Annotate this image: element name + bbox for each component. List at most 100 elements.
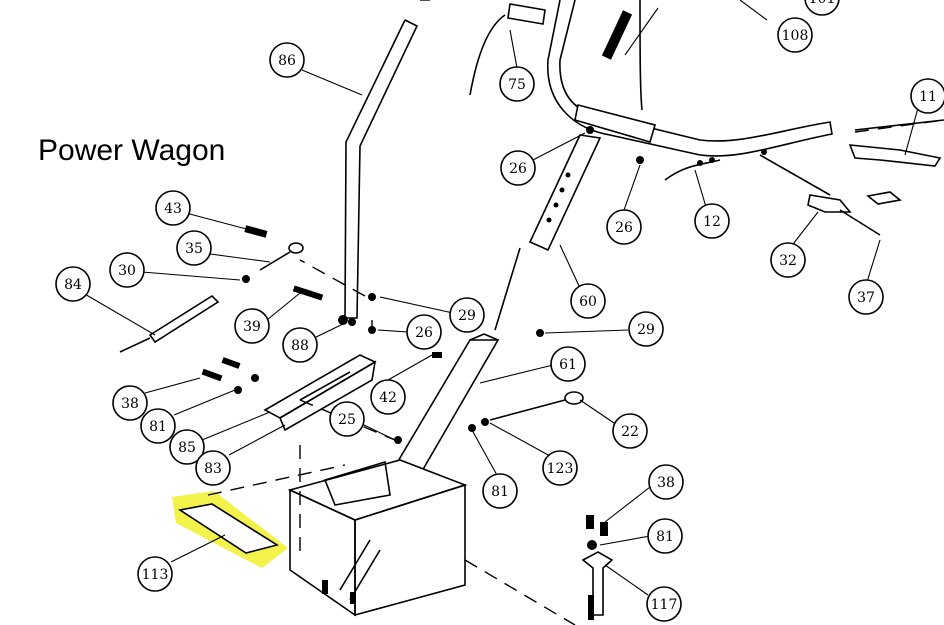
callout-circle [694, 203, 730, 239]
callout-11-c11: 11 [910, 78, 944, 114]
callout-101-c101: 101 [804, 0, 840, 16]
callout-84-c84: 84 [55, 266, 91, 302]
hardware-fasteners [201, 10, 644, 550]
part-22-pin [489, 391, 584, 421]
callout-label: 86 [278, 53, 296, 69]
callout-circle [542, 450, 578, 486]
callout-39-c39: 39 [234, 308, 270, 344]
hitch-box [287, 459, 468, 617]
callout-81-c81b: 81 [482, 473, 518, 509]
callout-42-c42: 42 [370, 379, 406, 415]
callout-circle [155, 190, 191, 226]
callout-32-c32: 32 [770, 242, 806, 278]
callout-22-c22: 22 [612, 413, 648, 449]
callout-circle [176, 230, 212, 266]
callout-label: 61 [559, 357, 577, 373]
callout-label: 108 [782, 28, 809, 44]
callout-61-c61: 61 [550, 346, 586, 382]
callout-circle [777, 17, 813, 53]
callout-label: 42 [379, 390, 397, 406]
callout-37-c37: 37 [848, 279, 884, 315]
callout-circle [140, 408, 176, 444]
callout-label: 38 [657, 475, 675, 491]
callout-label: 12 [703, 214, 721, 230]
callout-label: 84 [64, 277, 82, 293]
callout-circle [500, 150, 536, 186]
callout-circle [647, 518, 683, 554]
callout-81-c81c: 81 [647, 518, 683, 554]
callout-label: 26 [615, 220, 633, 236]
part-35-eyebolt [259, 242, 304, 271]
callout-circle [550, 346, 586, 382]
callout-108-c108: 108 [777, 17, 813, 53]
callout-29-c29b: 29 [628, 311, 664, 347]
diagram-title: Power Wagon [38, 134, 226, 167]
callout-circle [804, 0, 840, 16]
callout-label: 81 [491, 484, 509, 500]
callout-label: 39 [243, 319, 261, 335]
callout-circle [648, 464, 684, 500]
callout-label: 11 [919, 89, 937, 105]
callout-circle [848, 279, 884, 315]
callout-label: 101 [809, 0, 836, 7]
callout-30-c30: 30 [109, 252, 145, 288]
callout-75-c75: 75 [499, 66, 535, 102]
callout-label: 113 [142, 567, 169, 583]
callout-26-c26a: 26 [500, 150, 536, 186]
callout-85-c85: 85 [169, 429, 205, 465]
callout-circle [770, 242, 806, 278]
callout-label: 81 [656, 529, 674, 545]
callout-25-c25: 25 [329, 401, 365, 437]
callout-label: 26 [415, 325, 433, 341]
callout-circle [55, 266, 91, 302]
callout-123-c123: 123 [542, 450, 578, 486]
callout-29-c29a: 29 [449, 297, 485, 333]
callout-26-c26b: 26 [606, 209, 642, 245]
callout-label: 123 [547, 461, 574, 477]
part-75-switch-cable [469, 3, 546, 96]
callout-label: 26 [509, 161, 527, 177]
top-frame-tube [547, 0, 833, 157]
callout-circle [370, 379, 406, 415]
callout-circle [570, 283, 606, 319]
callout-label: 60 [579, 294, 597, 310]
callout-38-c38a: 38 [112, 385, 148, 421]
callout-117-c117: 117 [646, 586, 682, 622]
callout-113-c113: 113 [137, 556, 173, 592]
callout-60-c60: 60 [570, 283, 606, 319]
part-84-rod [119, 294, 220, 353]
callout-label: 85 [178, 440, 196, 456]
callout-circle [169, 429, 205, 465]
callout-12-c12: 12 [694, 203, 730, 239]
callout-label: 88 [291, 338, 309, 354]
callout-81-c81a: 81 [140, 408, 176, 444]
part-117-clip [581, 551, 614, 620]
callout-circle [482, 473, 518, 509]
callout-circle [910, 78, 944, 114]
callout-label: 22 [621, 424, 639, 440]
callout-circle [195, 450, 231, 486]
callout-circle [628, 311, 664, 347]
callout-label: 25 [338, 412, 356, 428]
part-60-bracket [494, 134, 602, 331]
part-113-plate [177, 503, 279, 554]
part-86-handle [344, 19, 419, 319]
callout-circle [282, 327, 318, 363]
callout-leaders [82, 0, 919, 596]
callout-label: 38 [121, 396, 139, 412]
callout-86-c86: 86 [269, 42, 305, 78]
callout-circle [137, 556, 173, 592]
callout-43-c43: 43 [155, 190, 191, 226]
callout-bubbles: 86 75 108 101 11 26 26 12 32 37 43 35 30 84 60 29 39 88 26… [55, 0, 944, 622]
part-61-arm [392, 333, 500, 480]
callout-35-c35: 35 [176, 230, 212, 266]
callout-label: 117 [651, 597, 678, 613]
callout-label: 32 [779, 253, 797, 269]
callout-circle [499, 66, 535, 102]
callout-circle [329, 401, 365, 437]
callout-circle [612, 413, 648, 449]
callout-circle [234, 308, 270, 344]
callout-label: 75 [508, 77, 526, 93]
callout-circle [269, 42, 305, 78]
